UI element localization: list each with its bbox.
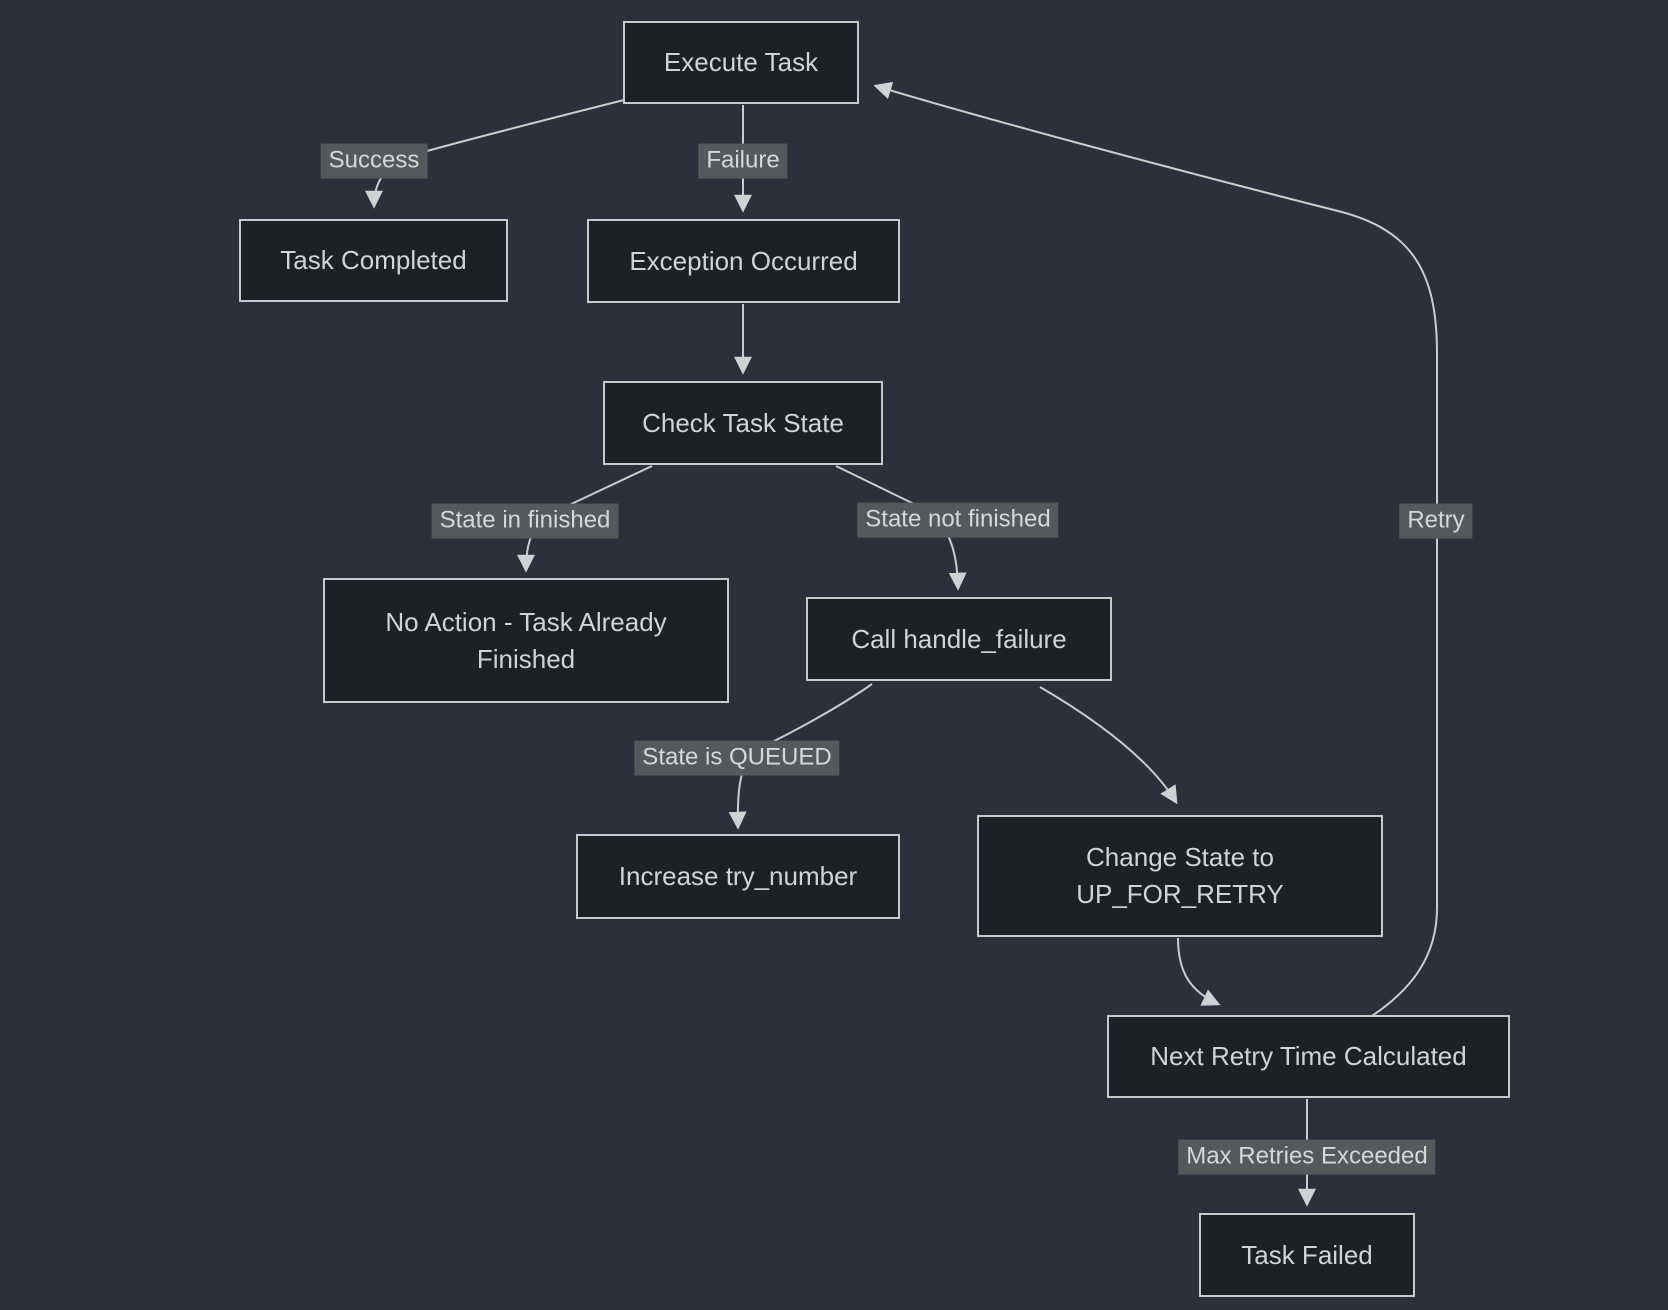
- edge-label-max-retries-exceeded: Max Retries Exceeded: [1178, 1139, 1436, 1175]
- edge-label-failure: Failure: [698, 143, 788, 179]
- edge-label-retry: Retry: [1399, 503, 1473, 539]
- node-change-state: Change State to UP_FOR_RETRY: [977, 815, 1383, 937]
- node-call-handle-failure: Call handle_failure: [806, 597, 1112, 681]
- edge-success: [365, 98, 629, 209]
- node-task-completed: Task Completed: [239, 219, 508, 302]
- edge-label-success: Success: [320, 143, 428, 179]
- node-execute-task: Execute Task: [623, 21, 859, 104]
- node-increase-try-number: Increase try_number: [576, 834, 900, 919]
- edge-to-up-for-retry: [1039, 686, 1178, 805]
- edge-label-state-is-queued: State is QUEUED: [634, 740, 840, 776]
- edge-retry-loop: [873, 81, 1438, 1017]
- node-task-failed: Task Failed: [1199, 1213, 1415, 1297]
- edge-label-state-in-finished: State in finished: [431, 503, 619, 539]
- edge-label-state-not-finished: State not finished: [857, 502, 1059, 538]
- node-no-action: No Action - Task Already Finished: [323, 578, 729, 703]
- edge-to-next-retry: [1177, 937, 1221, 1006]
- node-exception-occurred: Exception Occurred: [587, 219, 900, 303]
- node-check-task-state: Check Task State: [603, 381, 883, 465]
- node-next-retry: Next Retry Time Calculated: [1107, 1015, 1510, 1098]
